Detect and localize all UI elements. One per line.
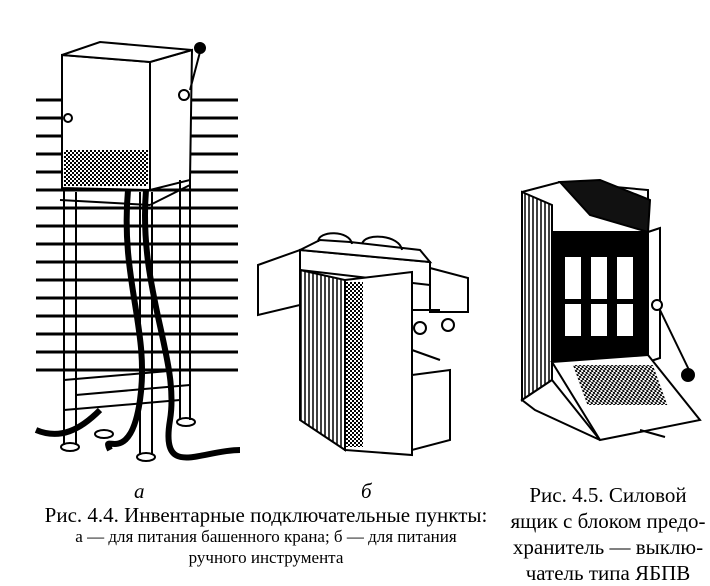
figure-4-5-drawing [520, 178, 702, 442]
caption-4-4-line3: ручного инструмента [188, 548, 344, 567]
figure-b-label: б [361, 479, 372, 503]
caption-4-5-line1: Рис. 4.5. Силовой [529, 483, 687, 507]
cabinet-top [61, 40, 193, 64]
caption-4-5-line2: ящик с блоком предо- [510, 509, 706, 533]
figure-a-drawing [34, 40, 241, 462]
cabinet-side [149, 48, 194, 192]
door-handle [178, 89, 190, 101]
box-body [299, 268, 346, 452]
caption-4-4-title: Рис. 4.4. Инвентарные подключательные пу… [44, 503, 488, 527]
caption-4-5-line3: хранитель — выклю- [512, 535, 704, 559]
illustration [34, 40, 702, 462]
caption-4-4-line2: а — для питания башенного крана; б — для… [75, 527, 457, 546]
caption-figure-4-5: Рис. 4.5. Силовой ящик с блоком предо- х… [510, 482, 706, 586]
figure-b-drawing [257, 232, 469, 457]
box-left-wall [521, 190, 553, 402]
figure-a-label: а [134, 479, 145, 503]
caption-figure-4-4: Рис. 4.4. Инвентарные подключательные пу… [36, 505, 496, 568]
cabinet-shade [64, 150, 148, 186]
caption-4-5-line4: чатель типа ЯБПВ [525, 561, 691, 585]
